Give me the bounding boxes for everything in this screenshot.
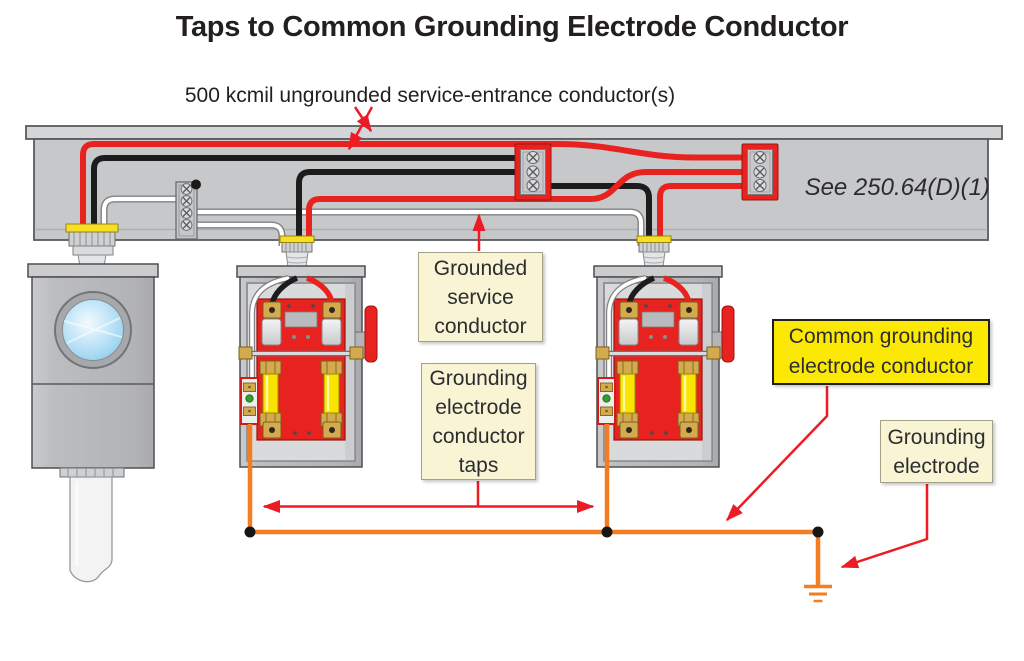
code-reference-label: See 250.64(D)(1) xyxy=(804,174,990,201)
fused-disconnect-right xyxy=(594,266,734,467)
ungrounded-service-conductors-black xyxy=(91,155,652,246)
disconnect-hub-right xyxy=(636,235,672,268)
fused-disconnect-left xyxy=(237,266,377,467)
disconnect-hub-left xyxy=(279,235,315,268)
ground-symbol xyxy=(804,584,832,603)
common-gec-conductor xyxy=(247,424,832,603)
splice-block-right xyxy=(741,143,779,201)
neutral-splice-block xyxy=(175,179,201,240)
grounding-electrode-leader xyxy=(840,484,929,569)
common-gec-leader xyxy=(725,386,829,522)
callout-grounded-service-conductor: Grounded service conductor xyxy=(418,252,543,342)
splice-block-left xyxy=(514,143,552,201)
callout-grounding-electrode: Grounding electrode xyxy=(880,420,993,483)
service-entrance-label: 500 kcmil ungrounded service-entrance co… xyxy=(184,84,676,107)
ungrounded-service-conductors-red xyxy=(80,141,742,246)
meter-enclosure xyxy=(27,263,159,583)
meter-hub xyxy=(65,223,119,267)
riser-conduit xyxy=(69,476,113,583)
service-conductor-arrow-right xyxy=(353,106,373,133)
tap-connection-dots xyxy=(244,526,824,538)
page-title: Taps to Common Grounding Electrode Condu… xyxy=(175,11,849,43)
callout-gec-taps: Grounding electrode conductor taps xyxy=(421,363,536,480)
callout-common-gec: Common grounding electrode conductor xyxy=(772,319,990,385)
annotation-arrows xyxy=(262,106,929,569)
